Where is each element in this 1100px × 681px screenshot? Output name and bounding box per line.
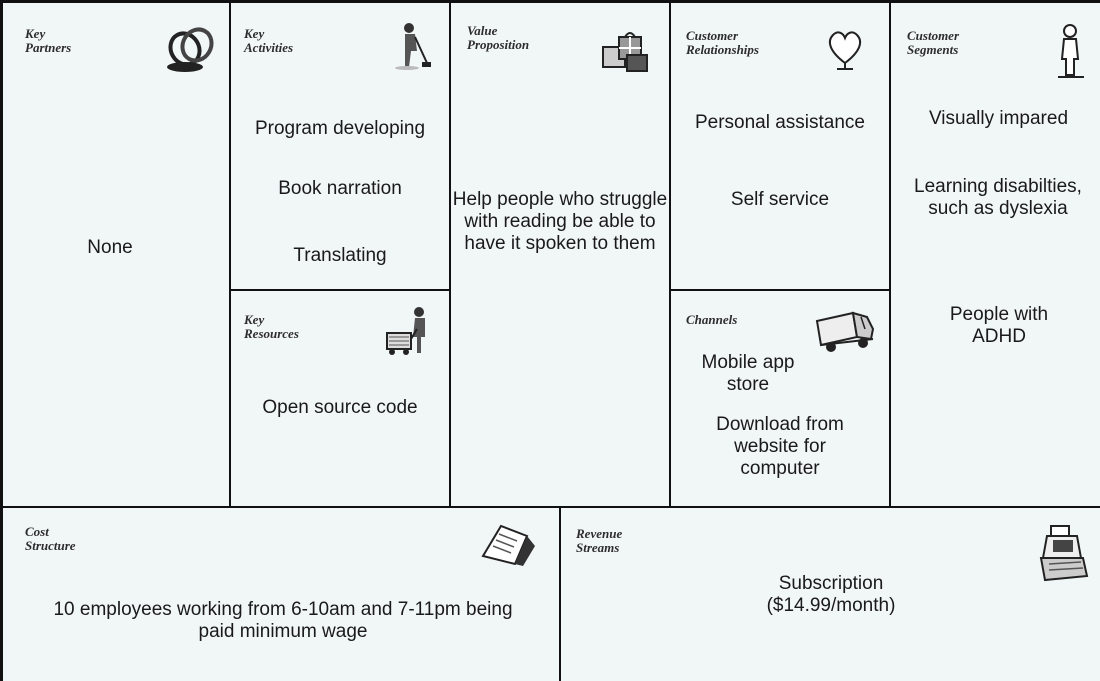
- key-activities-title: Key Activities: [244, 27, 364, 55]
- delivery-truck-icon: [813, 307, 877, 362]
- cost-structure-section: Cost Structure 10 employees working from…: [3, 508, 559, 681]
- value-proposition-section: Value Proposition Help people who strugg…: [451, 3, 669, 506]
- heart-icon: [825, 27, 865, 76]
- channels-section: Channels Mobile app store Download from …: [671, 291, 889, 506]
- title-line: Proposition: [467, 37, 530, 52]
- border-left: [0, 0, 3, 681]
- revenue-streams-title: Revenue Streams: [576, 527, 696, 555]
- key-activities-item: Book narration: [278, 178, 402, 199]
- customer-segments-item: People with ADHD: [949, 304, 1049, 347]
- key-activities-section: Key Activities Program developing Book n…: [231, 3, 449, 289]
- key-resources-section: Key Resources Open source code: [231, 291, 449, 506]
- revenue-streams-section: Revenue Streams Subscription ($14.99/mon…: [561, 508, 1100, 681]
- title-line: Key: [25, 26, 46, 41]
- customer-segments-section: Customer Segments Visually impared Learn…: [891, 3, 1100, 506]
- customer-relationships-section: Customer Relationships Personal assistan…: [671, 3, 889, 289]
- title-line: Cost: [25, 524, 49, 539]
- worker-with-cart-icon: [383, 305, 433, 362]
- standing-person-icon: [1056, 23, 1086, 86]
- value-proposition-item: Help people who struggle with reading be…: [452, 189, 668, 254]
- title-line: Key: [244, 312, 265, 327]
- channels-item: Download from website for computer: [716, 414, 844, 479]
- border-top: [0, 0, 1100, 3]
- key-partners-item: None: [87, 237, 133, 258]
- cost-structure-title: Cost Structure: [25, 525, 145, 553]
- divider-row: [0, 506, 1100, 508]
- channels-title: Channels: [686, 313, 806, 327]
- title-line: Customer: [907, 28, 960, 43]
- divider-col-2: [449, 0, 451, 507]
- receipt-icon: [477, 522, 541, 571]
- revenue-streams-item: Subscription ($14.99/month): [766, 573, 896, 616]
- channels-item: Mobile app store: [701, 352, 795, 395]
- divider-cost-revenue: [559, 507, 561, 681]
- divider-relationships-channels: [669, 289, 890, 291]
- title-line: Partners: [25, 40, 72, 55]
- title-line: Value: [467, 23, 498, 38]
- customer-segments-item: Visually impared: [928, 108, 1069, 129]
- cost-structure-item: 10 employees working from 6-10am and 7-1…: [53, 599, 513, 642]
- key-activities-item: Translating: [293, 245, 387, 266]
- customer-relationships-title: Customer Relationships: [686, 29, 806, 57]
- customer-relationships-item: Self service: [730, 189, 830, 210]
- key-resources-title: Key Resources: [244, 313, 364, 341]
- title-line: Resources: [244, 326, 299, 341]
- title-line: Structure: [25, 538, 76, 553]
- key-partners-section: Key Partners None: [3, 3, 229, 506]
- divider-col-1: [229, 0, 231, 507]
- title-line: Channels: [686, 312, 738, 327]
- key-activities-item: Program developing: [254, 118, 426, 139]
- worker-mopping-icon: [391, 21, 431, 76]
- divider-col-4: [889, 0, 891, 507]
- gift-boxes-icon: [597, 29, 653, 80]
- key-partners-title: Key Partners: [25, 27, 145, 55]
- customer-segments-title: Customer Segments: [907, 29, 1027, 57]
- title-line: Activities: [244, 40, 294, 55]
- title-line: Customer: [686, 28, 739, 43]
- linked-rings-icon: [163, 23, 219, 80]
- title-line: Revenue: [576, 526, 623, 541]
- title-line: Key: [244, 26, 265, 41]
- key-resources-item: Open source code: [262, 397, 418, 418]
- title-line: Relationships: [686, 42, 759, 57]
- customer-relationships-item: Personal assistance: [694, 112, 866, 133]
- cash-register-icon: [1037, 524, 1091, 589]
- value-proposition-title: Value Proposition: [467, 24, 587, 52]
- customer-segments-item: Learning disabilties, such as dyslexia: [914, 176, 1082, 219]
- title-line: Streams: [576, 540, 620, 555]
- title-line: Segments: [907, 42, 959, 57]
- divider-col-3: [669, 0, 671, 507]
- divider-activities-resources: [229, 289, 450, 291]
